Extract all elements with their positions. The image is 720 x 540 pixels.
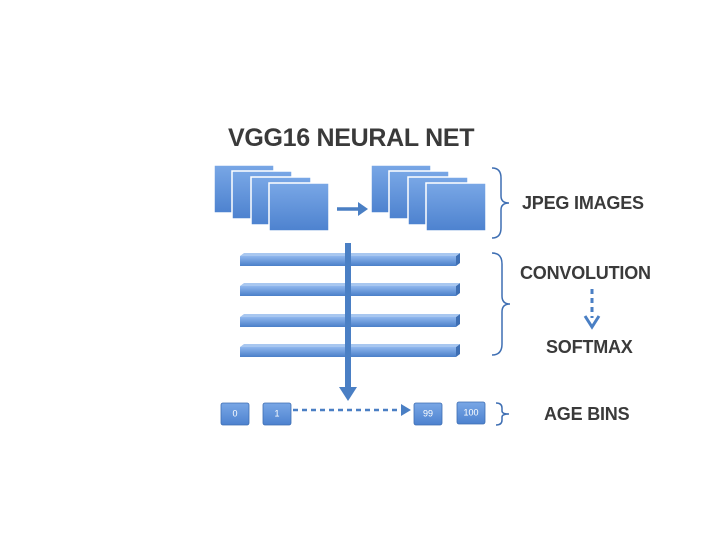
jpeg-image-stack <box>370 164 487 232</box>
age-bin-range-arrow <box>293 404 411 416</box>
age-bin-box: 99 <box>413 402 443 426</box>
softmax-label: SOFTMAX <box>546 337 633 357</box>
convolution-label: CONVOLUTION <box>520 263 651 283</box>
convolution-to-softmax-arrow <box>583 289 601 330</box>
age-bin-label: 100 <box>463 407 478 417</box>
age-bin-box: 0 <box>220 402 250 426</box>
jpeg-images-bracket <box>491 167 510 239</box>
age-bins-label: AGE BINS <box>544 404 630 424</box>
age-bin-label: 99 <box>423 408 433 418</box>
age-bin-label: 1 <box>274 408 279 418</box>
input-image-card <box>268 182 330 232</box>
age-bins-bracket <box>495 402 510 426</box>
age-bin-box: 1 <box>262 402 292 426</box>
age-bin-boxes: 0 1 99 100 <box>220 401 486 426</box>
input-image-stack <box>213 164 330 232</box>
convolution-bracket <box>491 252 511 356</box>
age-bin-box: 100 <box>456 401 486 425</box>
age-bin-label: 0 <box>232 408 237 418</box>
diagram-title: VGG16 NEURAL NET <box>228 124 475 152</box>
jpeg-image-card <box>425 182 487 232</box>
dataflow-down-arrow <box>339 243 357 401</box>
preprocess-arrow <box>337 202 368 216</box>
jpeg-images-label: JPEG IMAGES <box>522 193 644 213</box>
